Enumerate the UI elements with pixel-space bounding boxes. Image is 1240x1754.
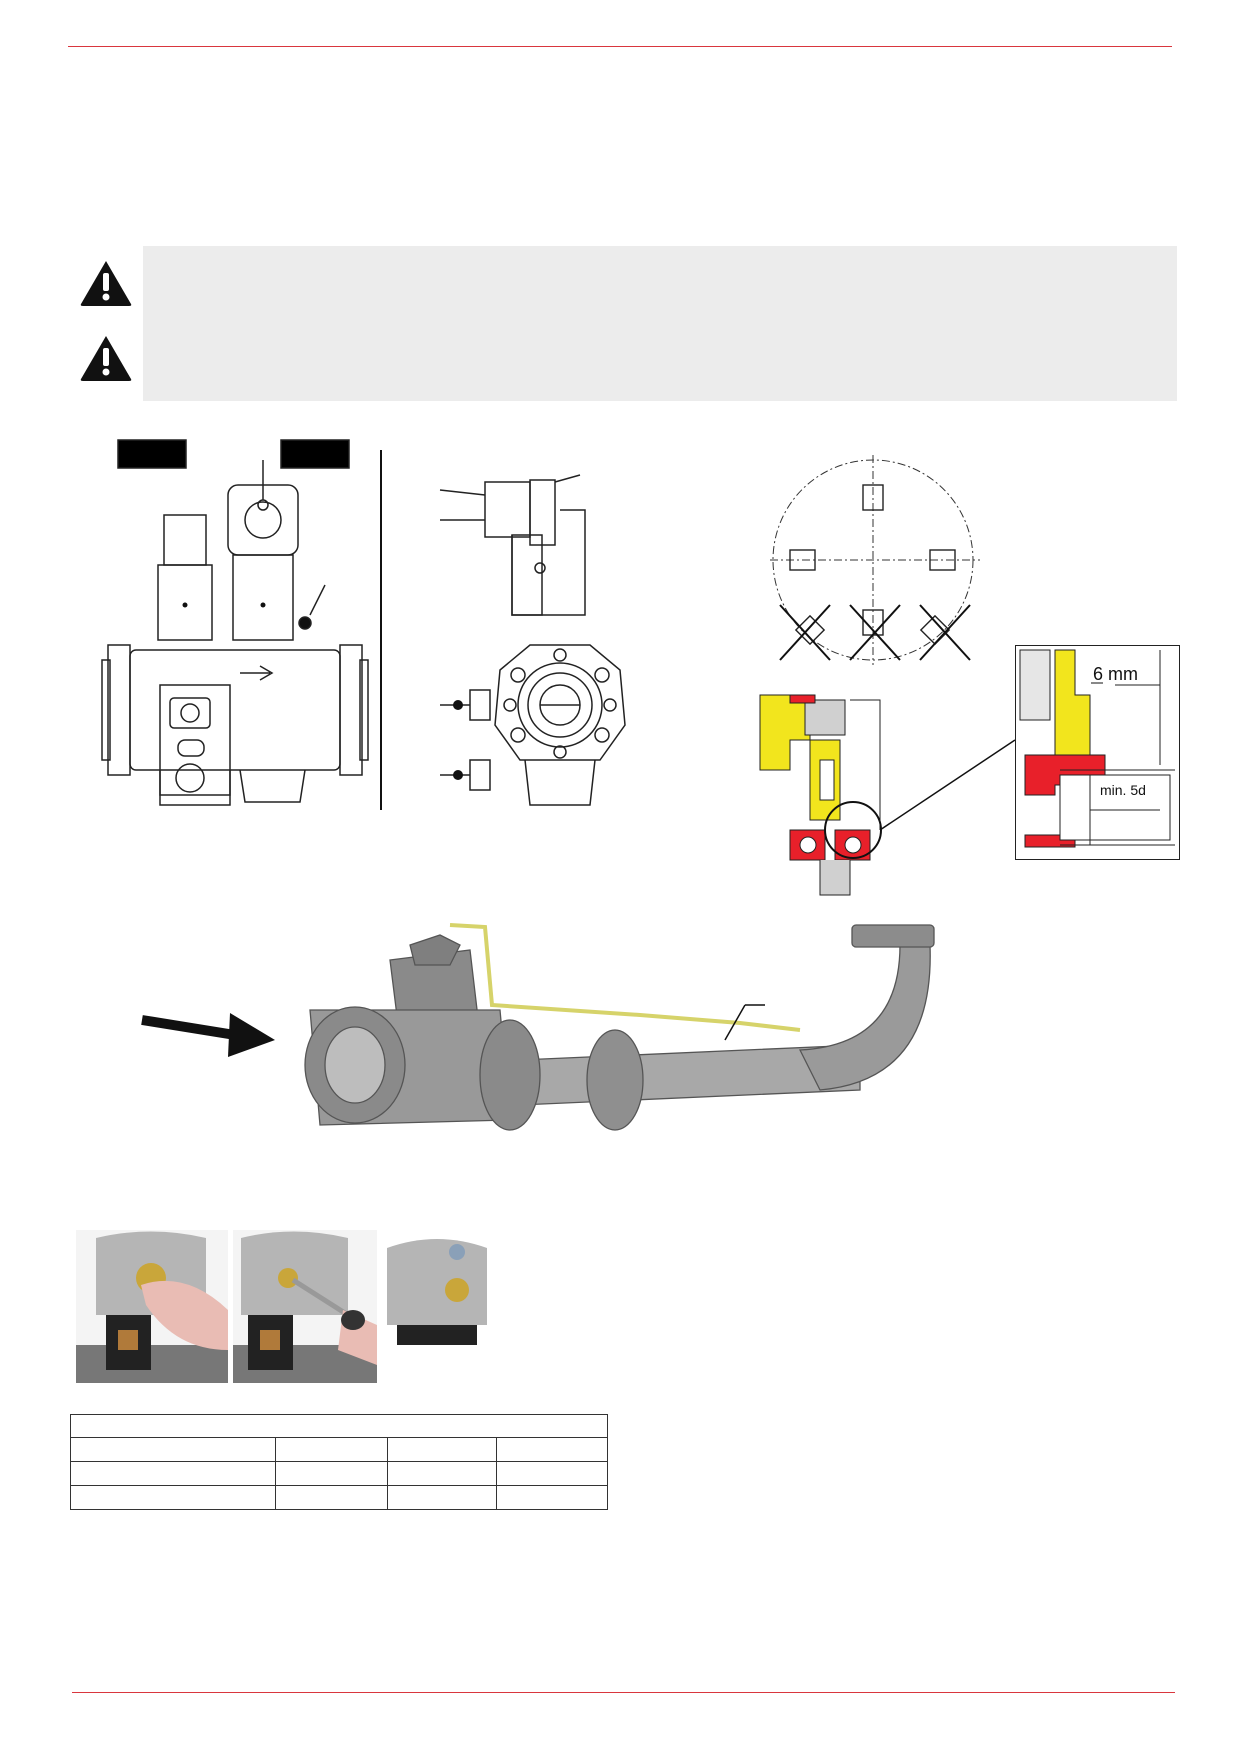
gas-table — [70, 1414, 608, 1510]
table-row — [70, 1485, 608, 1510]
header-rule — [68, 46, 1172, 47]
table-cell — [496, 1461, 608, 1486]
table-cell — [70, 1437, 276, 1462]
min-distance-label: 6 mm — [1093, 664, 1138, 684]
table-cell — [275, 1485, 388, 1510]
valve-side-drawing — [439, 474, 626, 806]
table-header-row — [70, 1414, 608, 1438]
table-cell — [387, 1437, 497, 1462]
table-row — [70, 1461, 608, 1486]
table-cell — [496, 1437, 608, 1462]
photo-adjust-screw — [233, 1230, 377, 1383]
pipework-3d-drawing — [141, 923, 935, 1131]
min-length-label: min. 5d — [1100, 782, 1146, 798]
table-cell — [275, 1461, 388, 1486]
table-cell — [275, 1437, 388, 1462]
table-cell — [70, 1485, 276, 1510]
footer-rule — [72, 1692, 1175, 1693]
table-header-cell — [70, 1414, 608, 1438]
table-cell — [387, 1461, 497, 1486]
mounting-positions-drawing — [770, 455, 980, 665]
regulator-section-drawing — [759, 694, 1016, 896]
detail-distance-drawing: 6 mm min. 5d — [1015, 645, 1180, 860]
photo-cap-removed — [382, 1230, 492, 1383]
flow-arrow-icon — [141, 1013, 275, 1057]
table-cell — [387, 1485, 497, 1510]
valve-front-drawing — [101, 439, 382, 810]
table-cell — [70, 1461, 276, 1486]
warning-icon — [80, 336, 132, 381]
warning-icon — [80, 261, 132, 306]
warning-box — [143, 246, 1177, 401]
table-row — [70, 1437, 608, 1462]
photo-remove-cap — [76, 1230, 228, 1383]
table-cell — [496, 1485, 608, 1510]
